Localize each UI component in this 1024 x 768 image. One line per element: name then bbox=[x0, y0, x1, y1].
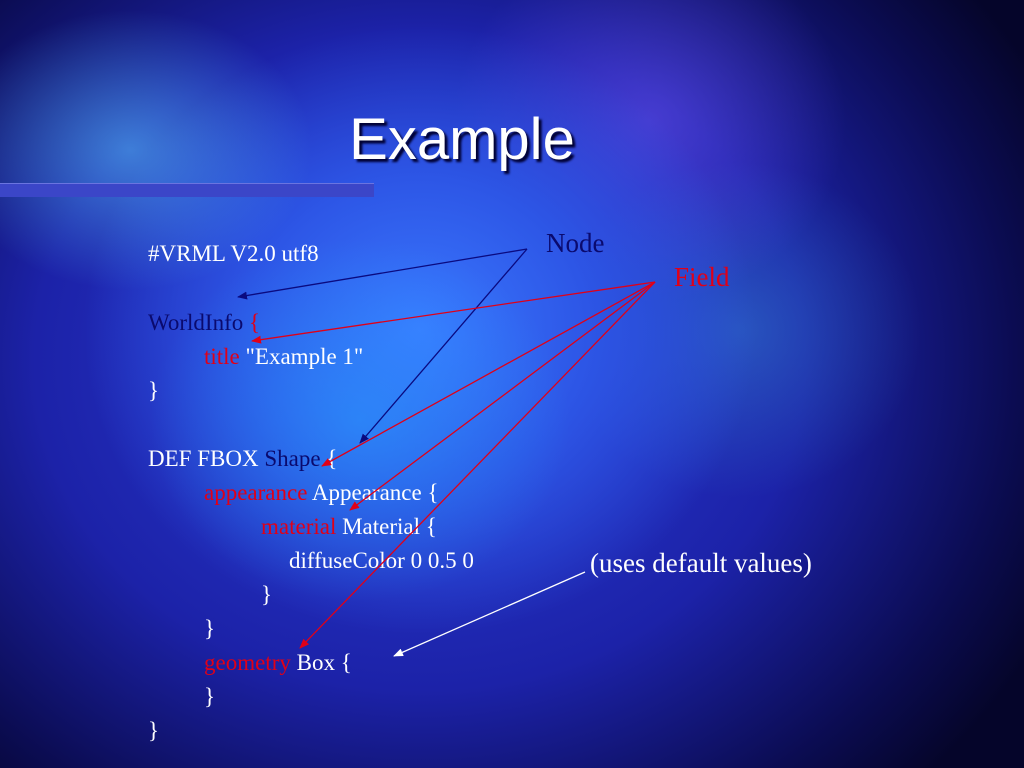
default-values-label: (uses default values) bbox=[590, 548, 812, 578]
code-line-appearance: appearance Appearance { bbox=[204, 480, 439, 506]
title-value: "Example 1" bbox=[239, 344, 364, 369]
field-arrow-title bbox=[251, 281, 656, 344]
field-arrow-appearance bbox=[321, 281, 656, 467]
material-node: Material { bbox=[336, 514, 437, 539]
code-line-close-box: } bbox=[204, 684, 216, 709]
slide-title: Example bbox=[349, 107, 575, 172]
field-label: Field bbox=[674, 262, 730, 292]
material-field: material bbox=[261, 514, 337, 539]
code-line-title: title "Example 1" bbox=[204, 344, 363, 370]
code-line-close-shape: } bbox=[148, 718, 160, 743]
shape-node: Shape bbox=[264, 446, 321, 471]
code-line-header: #VRML V2.0 utf8 bbox=[148, 241, 319, 266]
field-arrow-material bbox=[349, 281, 656, 511]
def-fbox-text: DEF FBOX bbox=[148, 446, 265, 471]
geometry-field: geometry bbox=[204, 650, 291, 675]
worldinfo-brace: { bbox=[243, 310, 261, 335]
node-label: Node bbox=[546, 228, 605, 258]
geometry-node: Box { bbox=[290, 650, 352, 675]
code-line-diffuse: diffuseColor 0 0.5 0 bbox=[289, 548, 474, 573]
defaults-arrow-box bbox=[393, 571, 586, 657]
field-arrow-geometry bbox=[299, 281, 656, 649]
code-line-material: material Material { bbox=[261, 514, 437, 540]
code-line-close-material: } bbox=[261, 582, 273, 607]
appearance-node: Appearance { bbox=[311, 480, 439, 505]
title-underline-bar bbox=[0, 183, 374, 197]
code-line-close-worldinfo: } bbox=[148, 378, 160, 403]
code-line-close-appearance: } bbox=[204, 616, 216, 641]
code-line-def: DEF FBOX Shape { bbox=[148, 446, 337, 472]
node-arrow-shape bbox=[359, 248, 528, 444]
worldinfo-node: WorldInfo bbox=[148, 310, 244, 335]
appearance-field: appearance bbox=[204, 480, 308, 505]
title-field: title bbox=[204, 344, 240, 369]
code-line-geometry: geometry Box { bbox=[204, 650, 352, 676]
code-line-worldinfo: WorldInfo { bbox=[148, 310, 260, 336]
node-arrow-worldinfo bbox=[237, 248, 528, 300]
